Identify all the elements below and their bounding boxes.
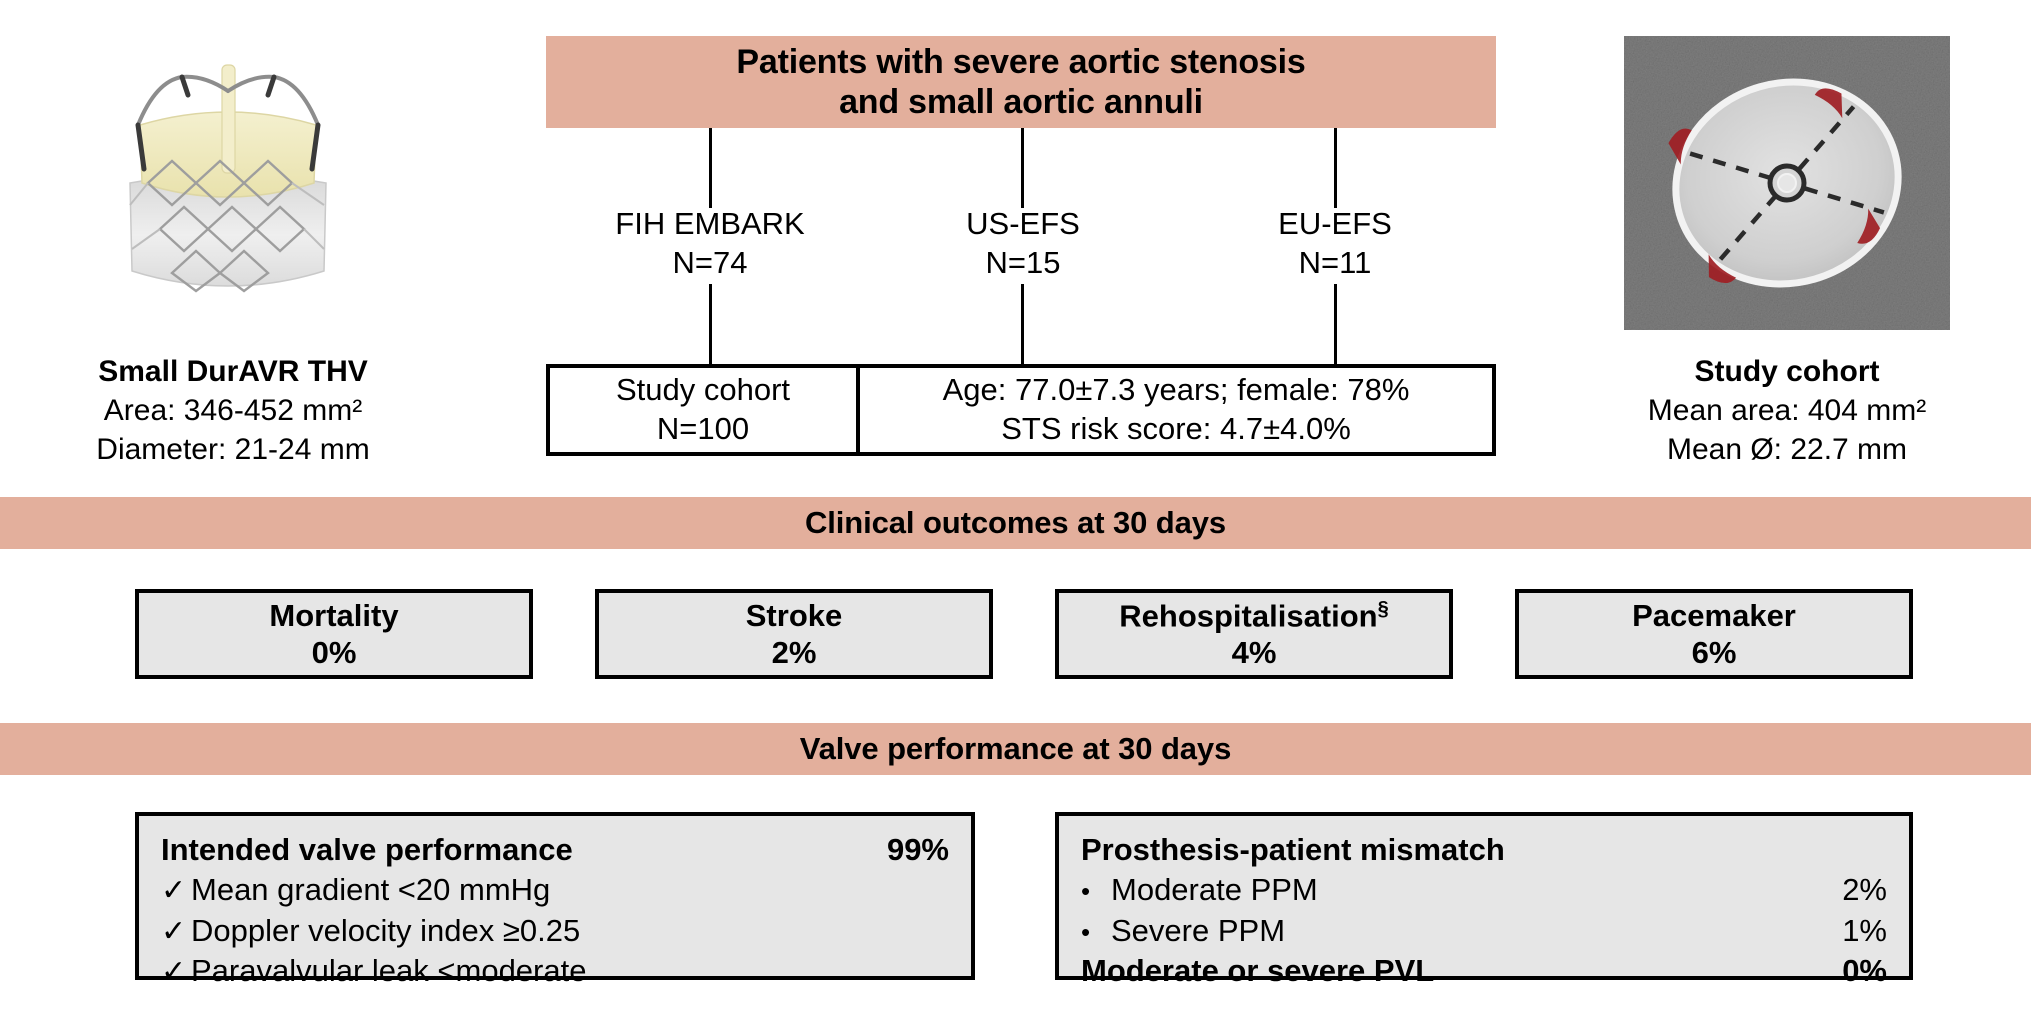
outcome-box-stroke-value: 2%: [771, 635, 817, 670]
flow-banner-line-1: Patients with severe aortic stenosis: [736, 42, 1306, 81]
section-band-clinical-outcomes-label: Clinical outcomes at 30 days: [804, 505, 1227, 540]
mismatch-item-1-text: Moderate PPM: [1111, 872, 1318, 908]
study-cohort-right-cell: Age: 77.0±7.3 years; female: 78% STS ris…: [860, 368, 1492, 452]
connector-euefs-bottom: [1334, 284, 1337, 366]
outcome-box-pacemaker: Pacemaker 6%: [1515, 589, 1913, 679]
section-band-valve-performance: Valve performance at 30 days: [0, 723, 2031, 775]
intended-item-row: ✓Doppler velocity index ≥0.25: [161, 911, 949, 951]
intended-header-row: Intended valve performance 99%: [161, 830, 949, 870]
branch-eu-efs: EU-EFS N=11: [1205, 205, 1465, 283]
bullet-icon: •: [1081, 916, 1091, 947]
outcome-box-stroke-label: Stroke: [745, 597, 843, 633]
study-cohort-n: N=100: [656, 411, 750, 446]
bullet-icon: •: [1081, 876, 1091, 907]
outcome-box-rehospitalisation-label: Rehospitalisation§: [1119, 597, 1389, 635]
branch-fih-embark-name: FIH EMBARK: [615, 206, 805, 241]
connector-usefs-top: [1021, 128, 1024, 208]
connector-fih-bottom: [709, 284, 712, 366]
flow-banner: Patients with severe aortic stenosis and…: [546, 36, 1496, 128]
outcome-box-pacemaker-label: Pacemaker: [1632, 597, 1796, 633]
section-band-valve-performance-label: Valve performance at 30 days: [799, 731, 1232, 766]
study-cohort-left-cell: Study cohort N=100: [550, 368, 860, 452]
mismatch-item-row: • Moderate PPM 2%: [1081, 870, 1887, 910]
mismatch-item-row: • Severe PPM 1%: [1081, 911, 1887, 951]
intended-item-2-text: Doppler velocity index ≥0.25: [191, 912, 581, 948]
outcome-rehosp-text: Rehospitalisation: [1119, 597, 1378, 633]
section-band-clinical-outcomes: Clinical outcomes at 30 days: [0, 497, 2031, 549]
footnote-marker-section-sign: §: [1377, 597, 1389, 620]
outcome-box-pacemaker-value: 6%: [1691, 635, 1737, 670]
intended-item-row: ✓Paravalvular leak <moderate: [161, 951, 949, 991]
outcome-box-stroke: Stroke 2%: [595, 589, 993, 679]
outcome-box-rehospitalisation-value: 4%: [1231, 635, 1277, 671]
flow-banner-line-2: and small aortic annuli: [839, 83, 1203, 121]
ct-caption: Study cohort Mean area: 404 mm² Mean Ø: …: [1572, 352, 2002, 469]
mismatch-pvl-value: 0%: [1842, 952, 1887, 988]
outcome-box-rehospitalisation: Rehospitalisation§ 4%: [1055, 589, 1453, 679]
ct-mean-area: Mean area: 404 mm²: [1647, 394, 1927, 427]
mismatch-item-2-text: Severe PPM: [1111, 912, 1286, 948]
connector-euefs-top: [1334, 128, 1337, 208]
check-icon: ✓: [161, 914, 187, 948]
intended-title: Intended valve performance: [161, 832, 573, 867]
outcome-box-mortality-value: 0%: [311, 635, 357, 670]
panel-intended-valve-performance: Intended valve performance 99% ✓Mean gra…: [135, 812, 975, 988]
study-cohort-box: Study cohort N=100 Age: 77.0±7.3 years; …: [546, 364, 1496, 456]
ct-mean-diameter: Mean Ø: 22.7 mm: [1666, 433, 1908, 466]
device-title: Small DurAVR THV: [98, 355, 368, 388]
check-icon: ✓: [161, 954, 187, 988]
connector-usefs-bottom: [1021, 284, 1024, 366]
device-diameter: Diameter: 21-24 mm: [96, 433, 370, 466]
branch-eu-efs-n: N=11: [1298, 244, 1372, 280]
branch-us-efs-name: US-EFS: [966, 206, 1080, 241]
device-area: Area: 346-452 mm²: [103, 394, 363, 427]
cohort-age-female: Age: 77.0±7.3 years; female: 78%: [942, 372, 1410, 408]
intended-item-1-text: Mean gradient <20 mmHg: [191, 872, 551, 908]
ct-aortic-annulus-image: [1624, 36, 1950, 330]
branch-us-efs-n: N=15: [985, 244, 1061, 280]
cohort-sts-risk: STS risk score: 4.7±4.0%: [1001, 411, 1351, 446]
mismatch-header-row: Prosthesis-patient mismatch: [1081, 830, 1887, 870]
outcome-box-mortality-label: Mortality: [269, 597, 399, 633]
mismatch-footer-row: Moderate or severe PVL 0%: [1081, 951, 1887, 991]
outcome-box-mortality: Mortality 0%: [135, 589, 533, 679]
branch-fih-embark-n: N=74: [672, 244, 748, 280]
branch-eu-efs-name: EU-EFS: [1278, 206, 1392, 241]
mismatch-item-2-value: 1%: [1842, 912, 1887, 948]
ct-title: Study cohort: [1694, 355, 1880, 388]
mismatch-title: Prosthesis-patient mismatch: [1081, 832, 1505, 867]
intended-item-3-text: Paravalvular leak <moderate: [191, 952, 587, 988]
check-icon: ✓: [161, 874, 187, 908]
transcatheter-heart-valve-photo: [78, 33, 378, 331]
branch-us-efs: US-EFS N=15: [893, 205, 1153, 283]
intended-value: 99%: [886, 832, 949, 867]
mismatch-item-1-value: 2%: [1842, 872, 1887, 908]
intended-item-row: ✓Mean gradient <20 mmHg: [161, 870, 949, 910]
branch-fih-embark: FIH EMBARK N=74: [580, 205, 840, 283]
connector-fih-top: [709, 128, 712, 208]
mismatch-pvl-label: Moderate or severe PVL: [1081, 952, 1435, 988]
device-caption: Small DurAVR THV Area: 346-452 mm² Diame…: [18, 352, 448, 469]
study-cohort-label: Study cohort: [615, 372, 791, 408]
panel-prosthesis-patient-mismatch: Prosthesis-patient mismatch • Moderate PP…: [1055, 812, 1913, 988]
